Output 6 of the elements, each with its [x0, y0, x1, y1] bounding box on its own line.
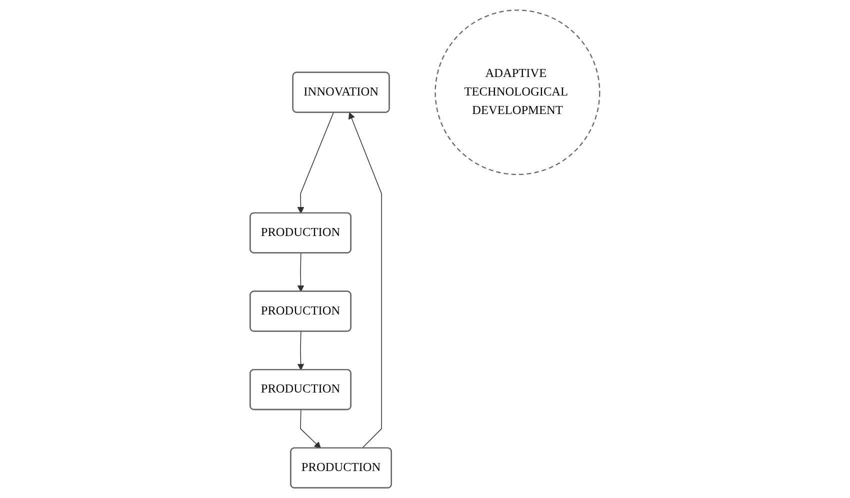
arrow	[300, 410, 322, 449]
node-circle: ADAPTIVE TECHNOLOGICAL DEVELOPMENT	[434, 10, 600, 176]
arrow	[297, 331, 304, 370]
arrow	[348, 112, 382, 449]
arrow	[297, 252, 304, 292]
arrow	[297, 112, 334, 214]
